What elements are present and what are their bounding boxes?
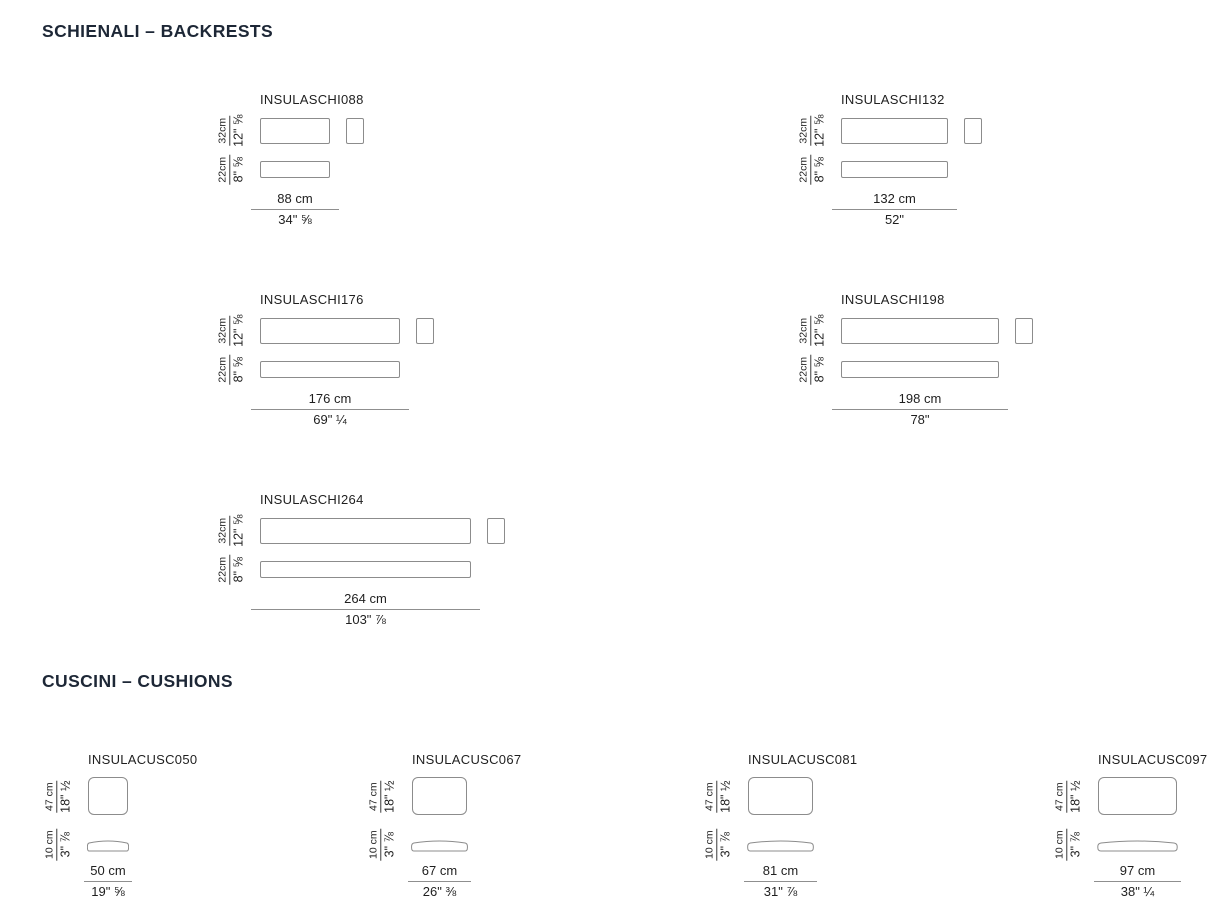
product-code: INSULASCHI132: [841, 92, 945, 107]
width-dimension: 132 cm 52": [832, 191, 957, 228]
depth-dimension: 22cm 8" ⅝: [216, 542, 245, 598]
side-profile-shape: [747, 838, 814, 852]
thickness-dimension: 10 cm 3" ⅞: [1053, 817, 1082, 873]
dimension-cm: 176 cm: [251, 391, 409, 410]
product-code: INSULACUSC097: [1098, 752, 1208, 767]
width-dimension: 176 cm 69" ¼: [251, 391, 409, 428]
depth-dimension: 22cm 8" ⅝: [797, 342, 826, 398]
top-view-outline: [260, 161, 330, 178]
width-dimension: 97 cm 38" ¼: [1094, 863, 1181, 900]
width-dimension: 67 cm 26" ⅜: [408, 863, 471, 900]
dimension-cm: 47 cm: [367, 780, 382, 814]
dimension-inches: 69" ¼: [313, 411, 347, 427]
dimension-cm: 10 cm: [43, 828, 58, 862]
dimension-cm: 47 cm: [43, 780, 58, 814]
dimension-cm: 22cm: [797, 154, 812, 185]
dimension-inches: 8" ⅝: [812, 357, 827, 383]
dimension-inches: 8" ⅝: [812, 157, 827, 183]
dimension-inches: 8" ⅝: [231, 157, 246, 183]
side-view-outline: [964, 118, 982, 144]
product-code: INSULASCHI198: [841, 292, 945, 307]
dimension-inches: 3" ⅞: [382, 832, 397, 858]
side-profile-shape: [411, 838, 468, 852]
dimension-inches: 18" ½: [718, 780, 733, 813]
dimension-inches: 8" ⅝: [231, 557, 246, 583]
front-view-outline: [88, 777, 128, 815]
front-view-outline: [412, 777, 467, 815]
dimension-cm: 10 cm: [703, 828, 718, 862]
product-code: INSULACUSC081: [748, 752, 858, 767]
dimension-inches: 3" ⅞: [58, 832, 73, 858]
depth-dimension: 22cm 8" ⅝: [797, 142, 826, 198]
top-view-outline: [841, 161, 948, 178]
side-profile-shape: [1097, 838, 1178, 852]
side-view-outline: [1015, 318, 1033, 344]
dimension-inches: 34" ⅝: [278, 211, 312, 227]
front-view-outline: [260, 318, 400, 344]
dimension-inches: 8" ⅝: [231, 357, 246, 383]
product-code: INSULASCHI176: [260, 292, 364, 307]
top-view-outline: [260, 361, 400, 378]
dimension-cm: 88 cm: [251, 191, 339, 210]
width-dimension: 88 cm 34" ⅝: [251, 191, 339, 228]
dimension-cm: 264 cm: [251, 591, 480, 610]
front-view-outline: [260, 518, 471, 544]
dimension-inches: 103" ⅞: [345, 611, 386, 627]
dimension-inches: 31" ⅞: [763, 883, 798, 899]
side-view-outline: [487, 518, 505, 544]
dimension-cm: 47 cm: [703, 780, 718, 814]
thickness-dimension: 10 cm 3" ⅞: [43, 817, 72, 873]
dimension-cm: 132 cm: [832, 191, 957, 210]
top-view-outline: [260, 561, 471, 578]
dimension-cm: 10 cm: [367, 828, 382, 862]
backrests-section-title: SCHIENALI – BACKRESTS: [42, 21, 274, 41]
dimension-cm: 22cm: [216, 554, 231, 585]
side-profile-shape: [87, 838, 129, 852]
dimension-cm: 50 cm: [84, 863, 132, 882]
side-view-outline: [416, 318, 434, 344]
dimension-cm: 198 cm: [832, 391, 1008, 410]
dimension-inches: 18" ½: [382, 780, 397, 813]
width-dimension: 264 cm 103" ⅞: [251, 591, 480, 628]
dimension-cm: 97 cm: [1094, 863, 1181, 882]
width-dimension: 81 cm 31" ⅞: [744, 863, 817, 900]
width-dimension: 50 cm 19" ⅝: [84, 863, 132, 900]
dimension-inches: 19" ⅝: [91, 883, 125, 899]
dimension-inches: 3" ⅞: [1068, 832, 1083, 858]
depth-dimension: 22cm 8" ⅝: [216, 342, 245, 398]
dimension-cm: 47 cm: [1053, 780, 1068, 814]
dimension-cm: 81 cm: [744, 863, 817, 882]
dimension-inches: 26" ⅜: [422, 883, 457, 899]
top-view-outline: [841, 361, 999, 378]
product-code: INSULASCHI264: [260, 492, 364, 507]
front-view-outline: [841, 118, 948, 144]
dimension-inches: 18" ½: [58, 780, 73, 813]
thickness-dimension: 10 cm 3" ⅞: [367, 817, 396, 873]
dimension-cm: 67 cm: [408, 863, 471, 882]
dimension-inches: 18" ½: [1068, 780, 1083, 813]
thickness-dimension: 10 cm 3" ⅞: [703, 817, 732, 873]
dimension-cm: 22cm: [797, 354, 812, 385]
front-view-outline: [748, 777, 813, 815]
product-code: INSULACUSC050: [88, 752, 198, 767]
dimension-cm: 22cm: [216, 354, 231, 385]
front-view-outline: [1098, 777, 1177, 815]
dimension-inches: 38" ¼: [1120, 883, 1155, 899]
front-view-outline: [841, 318, 999, 344]
dimension-inches: 3" ⅞: [718, 832, 733, 858]
product-code: INSULASCHI088: [260, 92, 364, 107]
product-code: INSULACUSC067: [412, 752, 522, 767]
front-view-outline: [260, 118, 330, 144]
dimension-inches: 52": [884, 211, 905, 227]
cushions-section-title: CUSCINI – CUSHIONS: [42, 671, 233, 691]
dimension-inches: 78": [910, 411, 930, 427]
dimension-cm: 22cm: [216, 154, 231, 185]
depth-dimension: 22cm 8" ⅝: [216, 142, 245, 198]
width-dimension: 198 cm 78": [832, 391, 1008, 428]
dimension-cm: 10 cm: [1053, 828, 1068, 862]
side-view-outline: [346, 118, 364, 144]
